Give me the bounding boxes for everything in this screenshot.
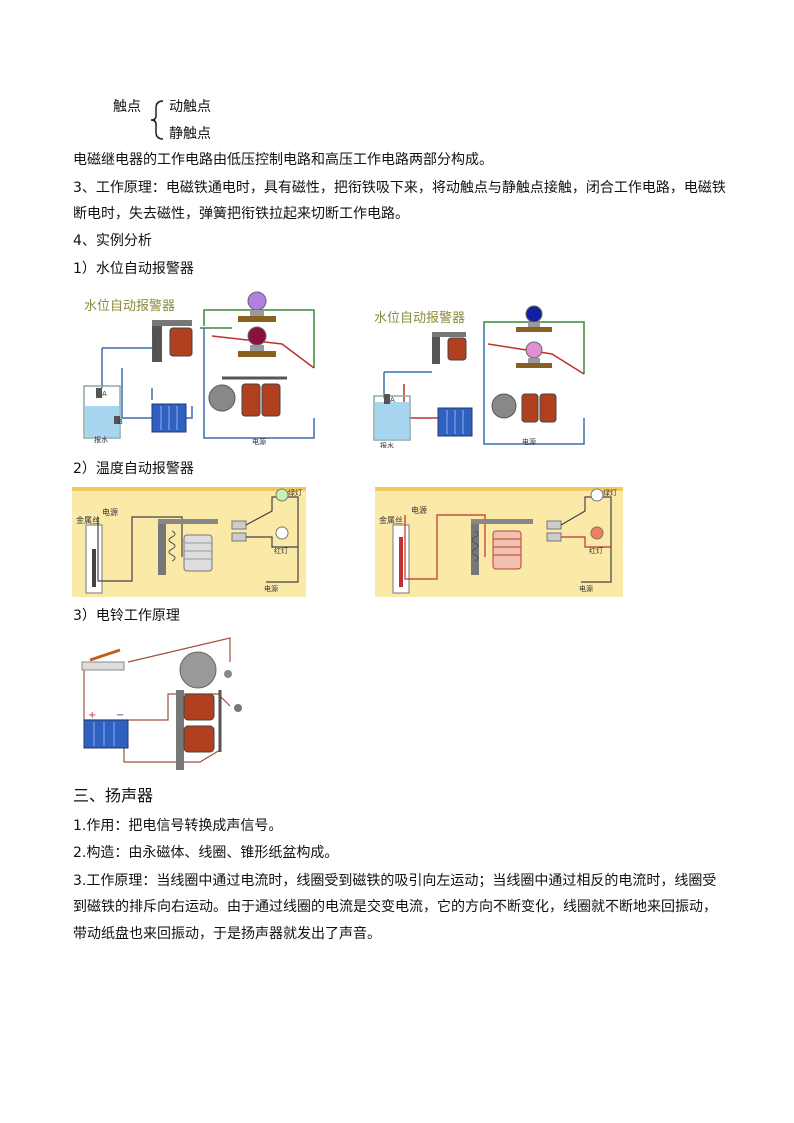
power-label-2: 电源: [264, 584, 278, 593]
static-contact-label: 静触点: [169, 126, 211, 142]
speaker-principle-line-1: 3.工作原理：当线圈中通过电流时，线圈受到磁铁的吸引向左运动；当线圈中通过相反的…: [73, 873, 717, 889]
water-alarm-figure-right: 水位自动报警器 A 报水 电源: [373, 305, 585, 448]
contacts-group: 触点 动触点 静触点: [113, 94, 243, 146]
example-1-heading: 1）水位自动报警器: [73, 261, 194, 277]
figure-title: 水位自动报警器: [374, 310, 465, 326]
figure-title: 水位自动报警器: [84, 298, 175, 314]
red-light-label: 红灯: [589, 546, 603, 555]
water-alarm-figure-left: 水位自动报警器 A B 报水 电源: [83, 291, 315, 446]
beaker-label: 报水: [380, 441, 394, 448]
moving-contact-label: 动触点: [169, 99, 211, 115]
section-heading-examples: 4、实例分析: [73, 233, 152, 249]
red-light-label: 红灯: [274, 546, 288, 555]
power-label: 电源: [522, 437, 536, 446]
circuit-paragraph: 电磁继电器的工作电路由低压控制电路和高压工作电路两部分构成。: [73, 152, 493, 168]
power-label-2: 电源: [579, 584, 593, 593]
contacts-label: 触点: [113, 99, 141, 115]
beaker-label: 报水: [94, 435, 108, 444]
speaker-function: 1.作用：把电信号转换成声信号。: [73, 818, 283, 834]
svg-text:+: +: [88, 710, 96, 721]
principle-line-2: 断电时，失去磁性，弹簧把衔铁拉起来切断工作电路。: [73, 206, 409, 222]
example-2-heading: 2）温度自动报警器: [73, 461, 194, 477]
power-label: 电源: [411, 505, 427, 515]
electrode-a-label: A: [102, 390, 107, 398]
speaker-principle-line-2: 到磁铁的排斥向右运动。由于通过线圈的电流是交变电流，它的方向不断变化，线圈就不断…: [73, 899, 717, 915]
power-label: 电源: [252, 437, 266, 446]
metal-wire-label: 金属丝: [379, 515, 403, 525]
brace-icon: [150, 100, 164, 140]
example-3-heading: 3）电铃工作原理: [73, 608, 180, 624]
temperature-alarm-figure-left: 金属丝 电源 绿灯 红灯 电源: [72, 487, 306, 597]
electrode-a-label: A: [390, 396, 395, 404]
electrode-b-label: B: [118, 418, 123, 426]
svg-text:−: −: [116, 710, 124, 721]
speaker-section-heading: 三、扬声器: [73, 786, 154, 805]
speaker-principle-line-3: 带动纸盘也来回振动，于是扬声器就发出了声音。: [73, 926, 381, 942]
temperature-alarm-figure-right: 金属丝 电源 绿灯 红灯 电源: [375, 487, 623, 597]
green-light-label: 绿灯: [288, 488, 302, 497]
speaker-structure: 2.构造：由永磁体、线圈、锥形纸盆构成。: [73, 845, 339, 861]
principle-line-1: 3、工作原理：电磁铁通电时，具有磁性，把衔铁吸下来，将动触点与静触点接触，闭合工…: [73, 180, 726, 196]
metal-wire-label: 金属丝: [76, 515, 100, 525]
green-light-label: 绿灯: [603, 488, 617, 497]
power-label: 电源: [102, 507, 118, 517]
electric-bell-figure: + −: [81, 637, 242, 770]
